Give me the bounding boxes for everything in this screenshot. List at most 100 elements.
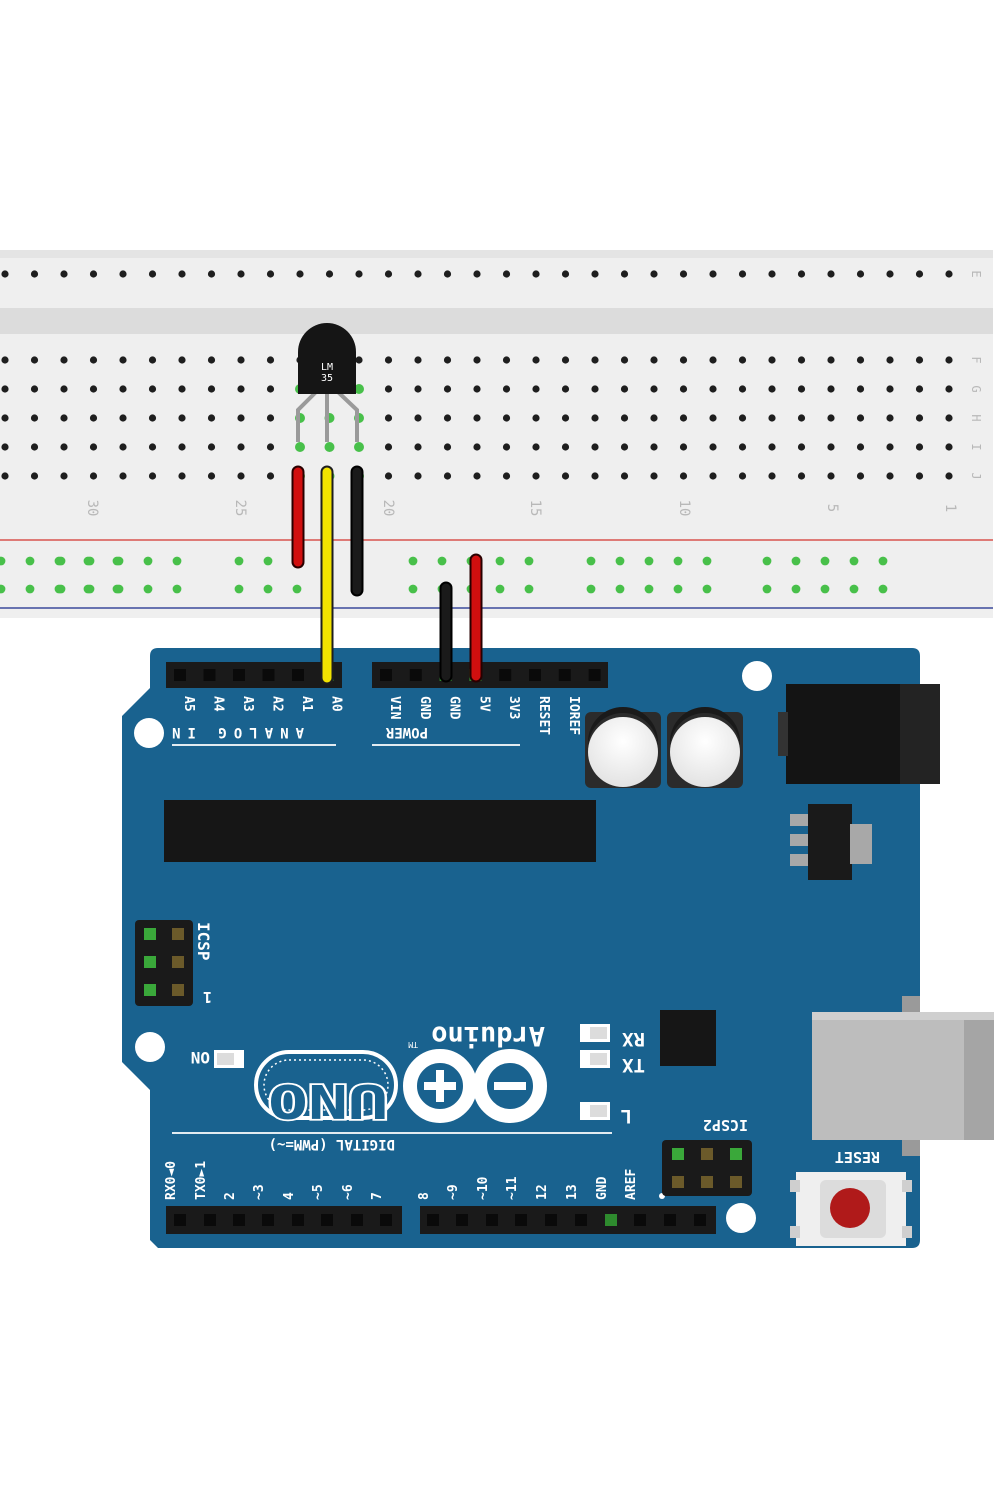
breadboard-hole xyxy=(443,385,452,393)
icsp2-header: ICSP2 xyxy=(662,1116,752,1196)
atmega-chip xyxy=(164,800,596,862)
l-label: L xyxy=(621,1105,632,1127)
breadboard-hole xyxy=(148,443,157,451)
breadboard-hole xyxy=(532,414,540,422)
breadboard-hole xyxy=(591,443,599,451)
power-rail-hole xyxy=(0,556,6,566)
power-rail-hole xyxy=(615,584,625,594)
row-letter: J xyxy=(969,472,983,479)
digital-pin[interactable] xyxy=(515,1214,527,1226)
icsp2-pin xyxy=(701,1148,713,1160)
digital-pin-label: ~11 xyxy=(505,1176,520,1200)
digital-pin[interactable] xyxy=(575,1214,587,1226)
power-pin[interactable] xyxy=(558,669,571,681)
digital-pin-label: AREF xyxy=(624,1169,639,1200)
digital-pin[interactable] xyxy=(664,1214,676,1226)
digital-pin[interactable] xyxy=(262,1214,274,1226)
breadboard-hole xyxy=(532,443,540,451)
breadboard-hole xyxy=(473,356,481,364)
digital-pin[interactable] xyxy=(694,1214,706,1226)
icsp-pin xyxy=(172,928,184,940)
power-rail-hole xyxy=(702,556,712,566)
power-pin[interactable] xyxy=(529,669,541,681)
column-number: 15 xyxy=(527,500,543,517)
digital-pin[interactable] xyxy=(427,1214,439,1226)
breadboard-hole xyxy=(886,443,894,451)
breadboard-hole xyxy=(119,414,127,422)
analog-pin-a1[interactable] xyxy=(292,669,304,681)
digital-pin[interactable] xyxy=(380,1214,392,1226)
row-letter: F xyxy=(969,356,983,363)
breadboard-top-edge xyxy=(0,250,993,258)
digital-pin[interactable] xyxy=(456,1214,468,1226)
breadboard-hole xyxy=(709,385,717,393)
power-rail-hole xyxy=(673,584,683,594)
power-rail-hole xyxy=(791,556,801,566)
breadboard-hole xyxy=(709,472,717,480)
power-rail-hole xyxy=(615,556,625,566)
mounting-hole xyxy=(726,1203,756,1233)
digital-pin[interactable] xyxy=(321,1214,333,1226)
breadboard-hole xyxy=(60,270,68,278)
breadboard-hole xyxy=(532,356,540,364)
power-rail-hole xyxy=(495,556,505,566)
power-rail-hole xyxy=(0,584,6,594)
analog-pin-a5[interactable] xyxy=(174,669,186,681)
digital-pin[interactable] xyxy=(204,1214,216,1226)
breadboard-hole xyxy=(119,356,127,364)
analog-pin-a3[interactable] xyxy=(233,669,245,681)
breadboard-hole xyxy=(414,472,422,480)
breadboard-hole xyxy=(443,414,452,422)
breadboard-hole xyxy=(650,356,658,364)
digital-pin-label: 2 xyxy=(223,1192,238,1200)
infinity-logo xyxy=(403,1049,547,1123)
digital-pin[interactable] xyxy=(351,1214,363,1226)
power-pin[interactable] xyxy=(588,669,601,681)
breadboard-hole xyxy=(1,385,9,393)
power-pin[interactable] xyxy=(409,669,422,681)
breadboard-hole xyxy=(797,414,806,422)
digital-pin[interactable] xyxy=(292,1214,304,1226)
power-pin[interactable] xyxy=(380,669,392,681)
breadboard-hole xyxy=(532,385,540,393)
breadboard-hole xyxy=(355,356,363,364)
reset-button-cap[interactable] xyxy=(830,1188,870,1228)
reset-button[interactable] xyxy=(790,1172,912,1246)
digital-pin[interactable] xyxy=(174,1214,186,1226)
row-letter: I xyxy=(969,443,983,450)
digital-pin[interactable] xyxy=(486,1214,498,1226)
digital-header-label: DIGITAL (PWM=~) xyxy=(269,1136,395,1152)
analog-pin-a2[interactable] xyxy=(262,669,275,681)
breadboard-hole xyxy=(827,472,835,480)
breadboard-hole xyxy=(591,385,599,393)
analog-header xyxy=(166,662,342,688)
breadboard-hole xyxy=(502,443,511,451)
analog-pin-a4[interactable] xyxy=(203,669,216,681)
digital-pin[interactable] xyxy=(634,1214,646,1226)
breadboard-hole xyxy=(502,385,511,393)
model-label: UNO xyxy=(268,1074,388,1128)
breadboard-hole xyxy=(325,270,334,278)
breadboard-hole xyxy=(679,270,688,278)
digital-pin[interactable] xyxy=(233,1214,245,1226)
icsp-pin xyxy=(172,956,184,968)
breadboard-hole xyxy=(414,385,422,393)
breadboard-hole xyxy=(60,414,68,422)
breadboard-hole xyxy=(561,270,570,278)
icsp-pin xyxy=(144,956,156,968)
digital-pin[interactable] xyxy=(545,1214,557,1226)
breadboard-hole xyxy=(915,385,924,393)
mounting-hole xyxy=(134,718,164,748)
breadboard-hole xyxy=(797,385,806,393)
breadboard-hole xyxy=(591,270,599,278)
power-pin[interactable] xyxy=(499,669,512,681)
digital-pin[interactable] xyxy=(605,1214,617,1226)
power-rail-hole xyxy=(56,556,66,566)
breadboard-hole xyxy=(945,385,953,393)
breadboard-hole xyxy=(266,443,275,451)
digital-pin-label: ~3 xyxy=(252,1184,267,1200)
breadboard-hole xyxy=(856,270,865,278)
breadboard-hole xyxy=(237,385,245,393)
